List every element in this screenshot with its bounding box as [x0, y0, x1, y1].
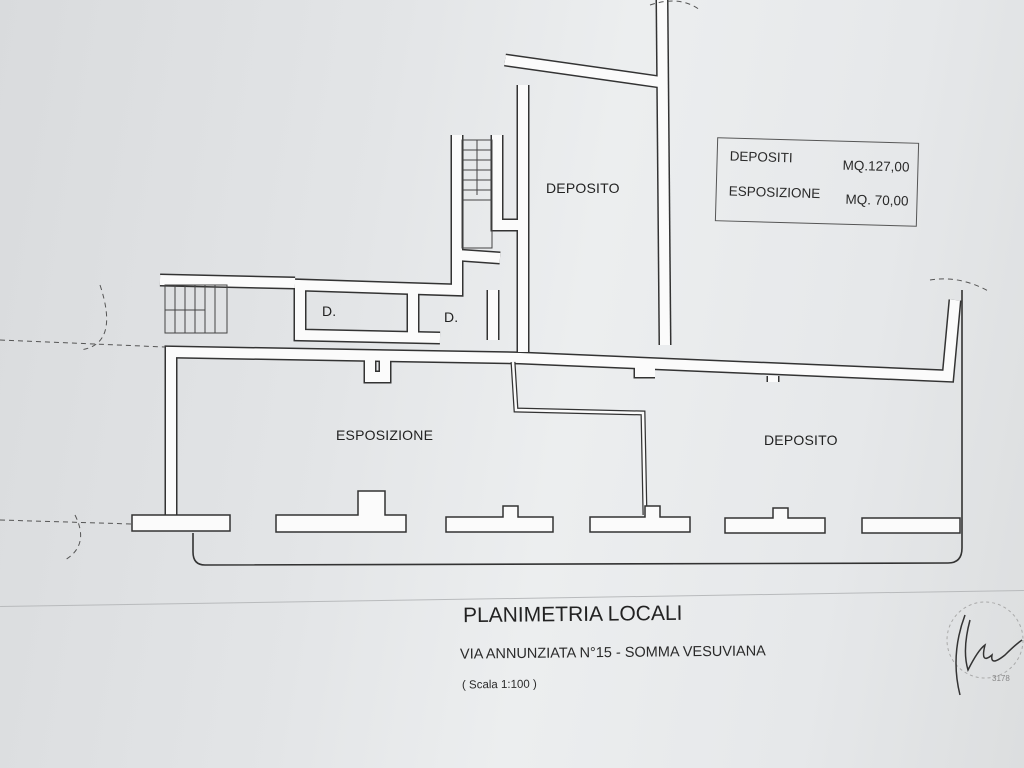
- room-label-esposizione: ESPOSIZIONE: [336, 427, 434, 443]
- walls: [159, 0, 963, 566]
- room-label-deposito-upper: DEPOSITO: [546, 180, 620, 196]
- plan-address: VIA ANNUNZIATA N°15 - SOMMA VESUVIANA: [459, 643, 766, 663]
- legend-value: MQ.127,00: [842, 157, 910, 175]
- room-label-d1: D.: [322, 303, 337, 319]
- boundary-lines: [0, 0, 991, 561]
- svg-text:3178: 3178: [992, 674, 1010, 683]
- room-label-deposito-lower: DEPOSITO: [764, 432, 838, 448]
- room-label-d2: D.: [444, 309, 459, 325]
- stairs-icon: [164, 139, 493, 334]
- plan-scale: ( Scala 1:100 ): [461, 678, 537, 692]
- front-piers: [131, 490, 961, 534]
- signature-stamp: 3178: [946, 601, 1024, 696]
- area-legend: DEPOSITI MQ.127,00 ESPOSIZIONE MQ. 70,00: [714, 137, 920, 227]
- plan-title: PLANIMETRIA LOCALI: [462, 601, 683, 628]
- legend-value: MQ. 70,00: [845, 191, 909, 209]
- legend-label: ESPOSIZIONE: [728, 183, 821, 202]
- legend-label: DEPOSITI: [729, 148, 793, 166]
